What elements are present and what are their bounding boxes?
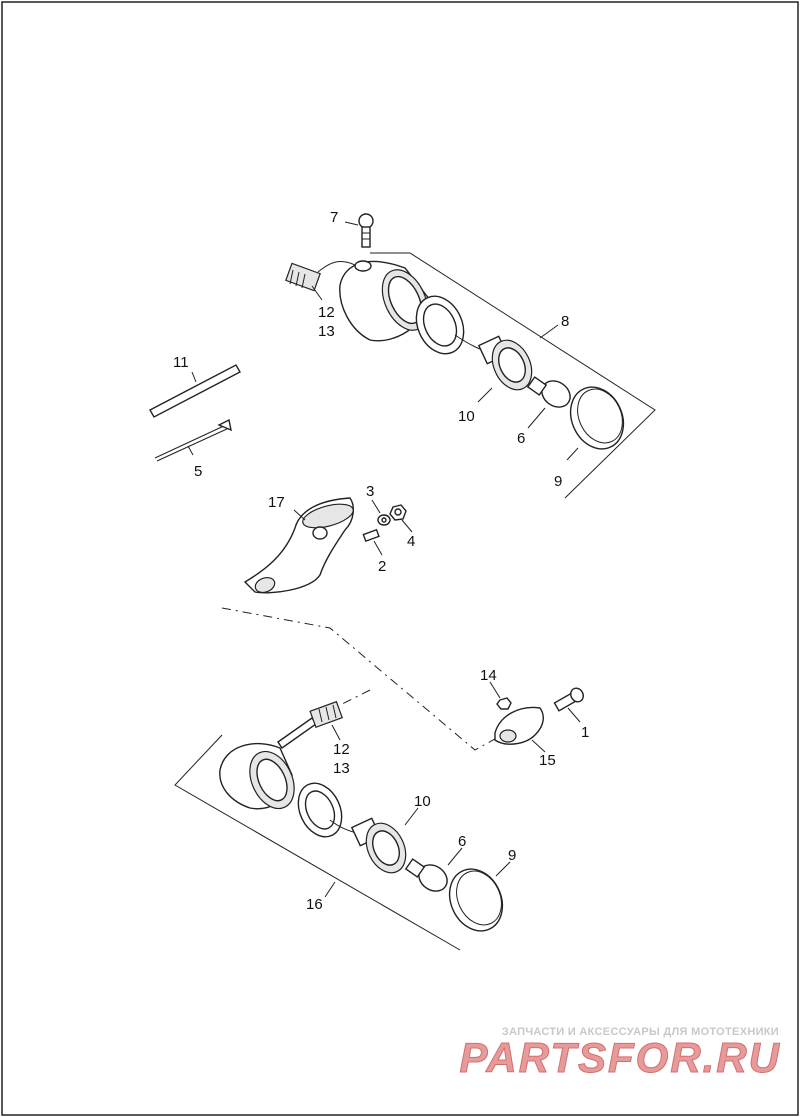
assembly-8-bracket [370, 252, 656, 499]
gasket-lower [297, 782, 343, 838]
upper-turn-signal-assembly [285, 213, 656, 499]
washer-3 [377, 514, 391, 526]
housing-upper [339, 260, 431, 342]
socket-10-lower [329, 817, 407, 874]
callout-3: 3 [366, 483, 374, 500]
callout-16: 16 [306, 896, 323, 913]
connector-upper [285, 261, 356, 292]
callout-5: 5 [194, 463, 202, 480]
lens-9-upper [569, 386, 625, 450]
callout-14: 14 [480, 667, 497, 684]
bulb-6-lower [404, 858, 448, 892]
socket-10-upper [454, 334, 533, 391]
callout-9-upper: 9 [554, 473, 562, 490]
nut-14 [496, 697, 512, 710]
callout-8: 8 [561, 313, 569, 330]
clamp-15 [494, 706, 544, 745]
nut-4 [389, 504, 407, 521]
screw-2 [362, 528, 380, 543]
callout-4: 4 [407, 533, 415, 550]
callout-12-lower: 12 [333, 741, 350, 758]
callout-17: 17 [268, 494, 285, 511]
lens-9-lower [448, 868, 504, 932]
rod-11 [149, 364, 241, 418]
callout-7: 7 [330, 209, 338, 226]
cable-tie-5 [154, 418, 232, 462]
callout-9-lower: 9 [508, 847, 516, 864]
callout-6-upper: 6 [517, 430, 525, 447]
callout-13-upper: 13 [318, 323, 335, 340]
screw-1 [553, 687, 584, 712]
callout-numbers: 7 12 13 8 11 10 6 5 9 3 17 4 2 14 1 12 1… [173, 209, 589, 913]
assembly-16-bracket [174, 734, 461, 951]
gasket-upper [415, 295, 465, 355]
watermark-tagline: ЗАПЧАСТИ И АКСЕССУАРЫ ДЛЯ МОТОТЕХНИКИ [502, 1026, 779, 1038]
callout-11: 11 [173, 354, 189, 371]
leader-lines [187, 221, 581, 898]
mount-bracket-17 [243, 497, 354, 594]
watermark-brand: PARTSFOR.RU [460, 1034, 781, 1081]
bolt-7 [358, 213, 374, 248]
callout-13-lower: 13 [333, 760, 350, 777]
bulb-6-upper [526, 376, 571, 408]
callout-15: 15 [539, 752, 556, 769]
callout-6-lower: 6 [458, 833, 466, 850]
callout-10-lower: 10 [414, 793, 431, 810]
callout-10-upper: 10 [458, 408, 475, 425]
connector-lower [277, 700, 344, 749]
callout-1: 1 [581, 724, 589, 741]
callout-2: 2 [378, 558, 386, 575]
watermark: ЗАПЧАСТИ И АКСЕССУАРЫ ДЛЯ МОТОТЕХНИКИ PA… [459, 1026, 781, 1082]
callout-12-upper: 12 [318, 304, 335, 321]
housing-lower [219, 742, 295, 810]
alignment-line-a [221, 607, 521, 751]
lower-turn-signal-assembly [174, 700, 504, 951]
alignment-line-b [339, 689, 371, 706]
